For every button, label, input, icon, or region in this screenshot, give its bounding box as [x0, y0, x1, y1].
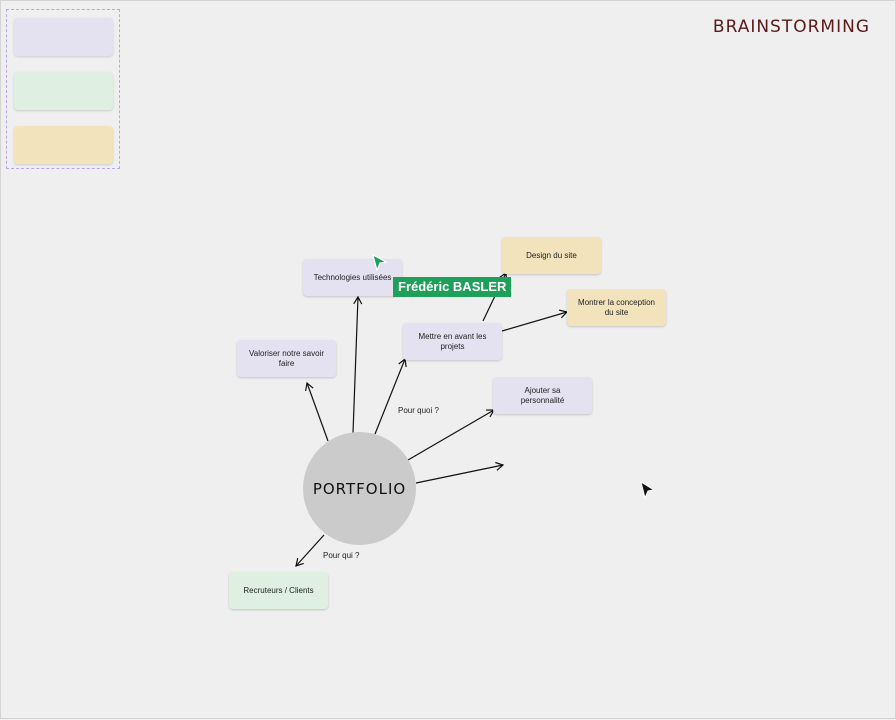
pour-qui-label: Pour qui ?: [323, 551, 360, 560]
collaborator-cursor-icon: [372, 254, 388, 272]
sticky-recruteurs-clients[interactable]: Recruteurs / Clients: [229, 572, 328, 609]
sticky-palette[interactable]: [6, 9, 120, 169]
sticky-montrer-conception[interactable]: Montrer la conception du site: [567, 289, 666, 326]
connector-to-ajouter: [407, 409, 496, 461]
connector-to-mettre: [374, 357, 407, 435]
mouse-pointer-icon: [640, 481, 656, 499]
purple-sticky-swatch[interactable]: [14, 18, 113, 56]
pour-quoi-label: Pour quoi ?: [398, 406, 439, 415]
sticky-mettre-en-avant[interactable]: Mettre en avant les projets: [403, 323, 502, 360]
connector-to-technologies: [352, 295, 363, 434]
board-title: BRAINSTORMING: [712, 17, 870, 37]
connector-empty: [415, 461, 505, 484]
yellow-sticky-swatch[interactable]: [14, 126, 113, 164]
portfolio-hub[interactable]: PORTFOLIO: [303, 432, 416, 545]
connector-to-recruteurs: [295, 534, 325, 567]
connector-to-valoriser: [305, 381, 329, 442]
connector-to-montrer: [501, 309, 569, 332]
collaborator-name-tag: Frédéric BASLER: [393, 277, 512, 297]
sticky-valoriser[interactable]: Valoriser notre savoir faire: [237, 340, 336, 377]
sticky-design-du-site[interactable]: Design du site: [502, 237, 601, 274]
green-sticky-swatch[interactable]: [14, 72, 113, 110]
sticky-technologies[interactable]: Technologies utilisées: [303, 259, 402, 296]
sticky-ajouter-personnalite[interactable]: Ajouter sa personnalité: [493, 377, 592, 414]
